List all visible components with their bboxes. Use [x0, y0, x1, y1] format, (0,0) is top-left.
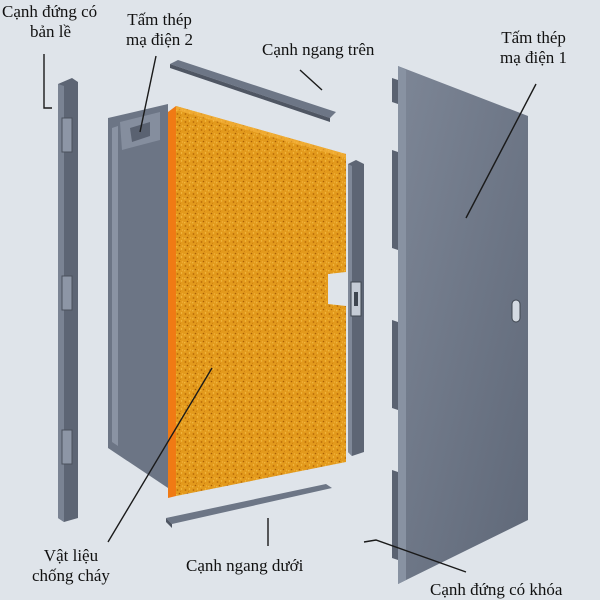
hinge-slot — [61, 275, 73, 311]
leader-top-rail — [299, 69, 323, 91]
steel-sheet-1 — [392, 66, 528, 584]
hinge-slot — [61, 117, 73, 153]
lock-hole-icon — [511, 299, 521, 323]
label-fireproof-core: Vật liệu chống cháy — [32, 546, 110, 585]
leader-lock-stile — [363, 539, 467, 573]
lock-stile — [348, 160, 364, 456]
label-steel-sheet-1: Tấm thép mạ điện 1 — [500, 28, 568, 67]
label-hinge-stile: Cạnh đứng có bản lề — [2, 2, 98, 41]
label-steel-sheet-2: Tấm thép mạ điện 2 — [126, 10, 194, 49]
steel-sheet-2 — [108, 104, 168, 488]
leader-fireproof-core — [107, 367, 213, 543]
leader-steel-sheet-1 — [465, 83, 537, 219]
bottom-rail — [166, 484, 332, 528]
label-top-rail: Cạnh ngang trên — [262, 40, 375, 59]
label-lock-stile: Cạnh đứng có khóa — [430, 580, 563, 599]
leader-lines — [43, 54, 537, 573]
fireproof-core — [168, 106, 346, 498]
top-rail — [170, 60, 336, 122]
hinge-stile — [58, 78, 78, 522]
leader-hinge-stile — [43, 54, 52, 109]
leader-steel-sheet-2 — [139, 55, 157, 133]
hinge-slot — [61, 429, 73, 465]
label-bottom-rail: Cạnh ngang dưới — [186, 556, 304, 575]
